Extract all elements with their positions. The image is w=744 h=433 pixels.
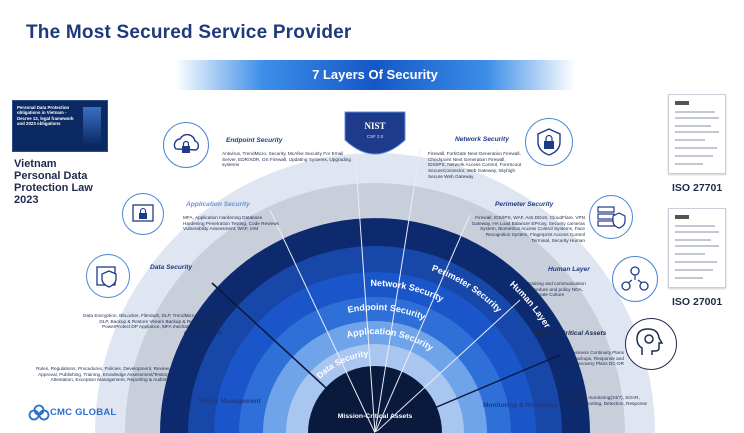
- nist-shield-icon: NIST CSF 2.0: [344, 111, 406, 155]
- people-network-icon: [612, 256, 658, 302]
- mission-critical-heading: Mission-Critical Assets: [534, 330, 607, 337]
- network-lock-icon: [525, 118, 573, 166]
- divider-line: [374, 149, 421, 433]
- mission-critical-core-label: Mission-Critical Assets: [338, 413, 413, 420]
- data-security-desc: Data Encryption, BitLocker, FileVault, D…: [83, 313, 222, 336]
- document-thumbnail-text: Personal Data Protection obligations in …: [17, 105, 74, 127]
- cmc-logo-mark-icon: [28, 404, 50, 421]
- layers-banner: 7 Layers Of Security: [175, 60, 575, 90]
- endpoint-security-heading: Endpoint Security: [226, 137, 283, 144]
- brand-name: CMC GLOBAL: [50, 407, 117, 418]
- mission-critical-core[interactable]: [308, 366, 442, 433]
- endpoint-security-desc: Antivirus, TrendMicro, Security, McAfee …: [222, 151, 351, 168]
- server-shield-icon: [589, 195, 633, 239]
- divider-line: [211, 282, 376, 433]
- policy-management-label: Policy Management: [199, 398, 261, 405]
- document-graphic: [83, 107, 101, 143]
- iso-27001-certificate[interactable]: [668, 208, 726, 288]
- policy-management-desc: Rules, Regulations, Procedures, Policies…: [36, 366, 170, 383]
- cloud-lock-icon: [163, 122, 209, 168]
- iso-27701-certificate[interactable]: [668, 94, 726, 174]
- cert-logo: [675, 101, 689, 105]
- divider-line: [269, 209, 376, 433]
- banner-label: 7 Layers Of Security: [312, 67, 438, 82]
- divider-line: [374, 354, 561, 433]
- iso-27001-label: ISO 27001: [672, 296, 723, 308]
- perimeter-security-desc: Firewall, IDS/IPS, WAF, Anti DDoS, Cloud…: [471, 215, 585, 243]
- app-lock-icon: [122, 193, 164, 235]
- head-gear-icon: [625, 318, 677, 370]
- application-security-desc: MFA, Application Hardening Database Hard…: [183, 215, 279, 232]
- iso-27701-label: ISO 27701: [672, 182, 723, 194]
- divider-line: [374, 299, 521, 433]
- law-label: Vietnam Personal Data Protection Law 202…: [14, 158, 93, 206]
- divider-line: [354, 149, 376, 433]
- monitoring-response-desc: SIEM, SOC monitoring(24/7), SOAR, Incide…: [563, 395, 648, 406]
- application-security-heading: Application Security: [186, 201, 250, 208]
- network-security-heading: Network Security: [455, 136, 509, 143]
- nist-sub-label: CSF 2.0: [367, 134, 384, 139]
- nist-label: NIST: [364, 121, 385, 131]
- network-security-desc: Firewall, FortiGate Next-Generation Fire…: [428, 151, 522, 179]
- perimeter-security-heading: Perimeter Security: [495, 201, 554, 208]
- cert-logo: [675, 215, 689, 219]
- human-layer-heading: Human Layer: [548, 266, 590, 273]
- law-document-thumbnail[interactable]: Personal Data Protection obligations in …: [12, 100, 108, 152]
- data-security-heading: Data Security: [150, 264, 193, 271]
- divider-line: [374, 214, 471, 433]
- cmc-global-logo[interactable]: CMC GLOBAL: [28, 402, 168, 424]
- mission-critical-desc: Business Continuity Plans Backups, Respo…: [569, 350, 624, 367]
- monitoring-response-label: Monitoring & Response: [483, 402, 557, 409]
- data-shield-icon: [86, 254, 130, 298]
- human-layer-desc: Training and communication procedure and…: [527, 281, 586, 298]
- page-title: The Most Secured Service Provider: [26, 22, 352, 43]
